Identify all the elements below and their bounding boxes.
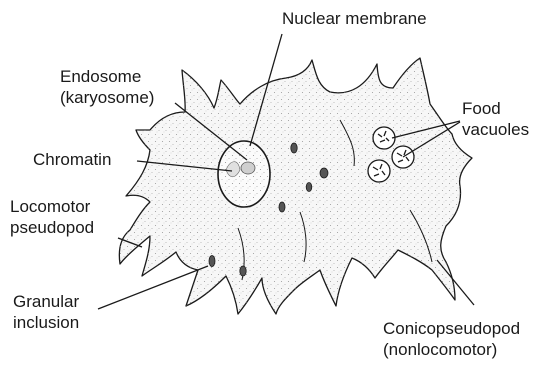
label-chromatin: Chromatin	[33, 149, 111, 170]
label-locomotor-pseudopod: Locomotor pseudopod	[10, 196, 94, 238]
label-granular-inclusion: Granular inclusion	[13, 291, 79, 333]
granular-inclusion	[320, 168, 328, 178]
granular-inclusion	[291, 143, 297, 153]
label-nuclear-membrane: Nuclear membrane	[282, 8, 427, 29]
food-vacuole	[368, 160, 390, 182]
label-food-vacuoles: Food vacuoles	[462, 98, 529, 140]
granular-inclusion	[209, 256, 215, 267]
granular-inclusion	[240, 266, 246, 276]
label-conicopseudopod: Conicopseudopod (nonlocomotor)	[383, 318, 520, 360]
nucleus-stipple	[220, 143, 268, 205]
label-endosome: Endosome (karyosome)	[60, 66, 154, 108]
granular-inclusion	[279, 202, 285, 212]
food-vacuole	[373, 127, 395, 149]
granular-inclusion	[306, 183, 312, 192]
cell-stipple	[119, 58, 472, 314]
endosome-karyosome	[241, 162, 255, 174]
